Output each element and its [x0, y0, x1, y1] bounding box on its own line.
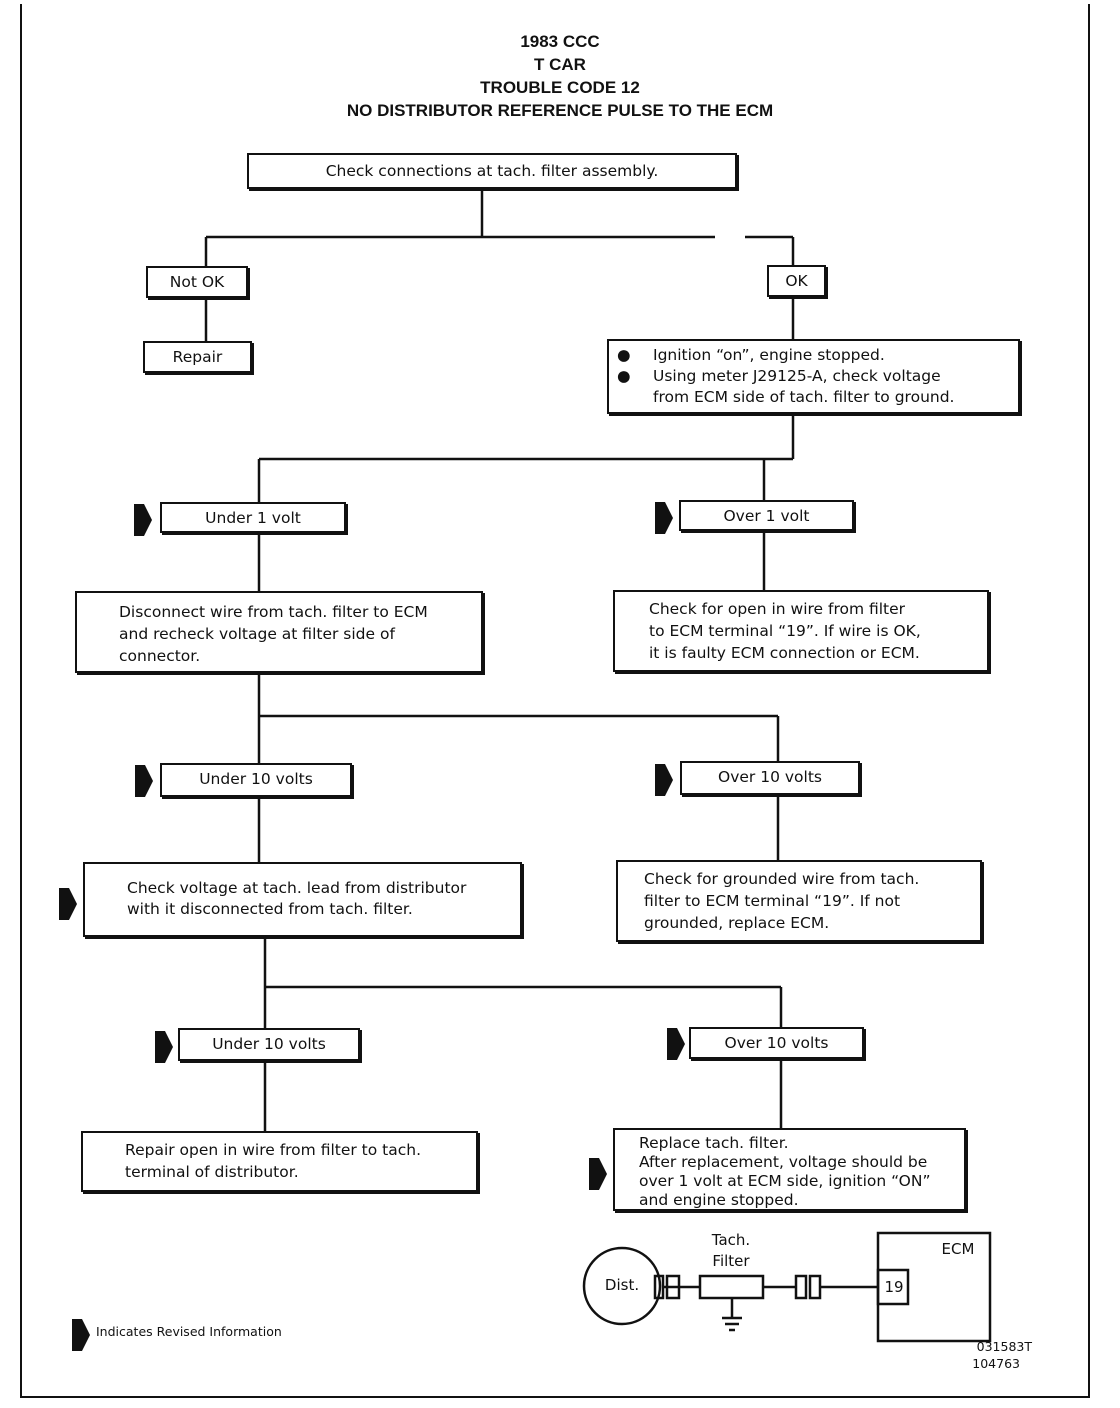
check-voltage-line-2: with it disconnected from tach. filter. — [127, 900, 413, 918]
tach-label-line-2: Filter — [712, 1252, 750, 1270]
grounded-line-1: Check for grounded wire from tach. — [644, 870, 920, 888]
repair-open-box: Repair open in wire from filter to tach.… — [81, 1131, 478, 1192]
revised-marker-icon — [72, 1319, 90, 1351]
ignition-bullet-2: ● Using meter J29125-A, check voltage — [609, 366, 1018, 387]
tach-filter-label: Tach. Filter — [696, 1230, 766, 1272]
over-10-volts-box-2: Over 10 volts — [689, 1027, 864, 1059]
replace-line-1: Replace tach. filter. — [639, 1134, 789, 1152]
replace-line-2: After replacement, voltage should be — [639, 1153, 928, 1171]
repair-box: Repair — [143, 341, 252, 373]
ok-text: OK — [785, 272, 808, 290]
over-10-volts-box-1: Over 10 volts — [680, 761, 860, 795]
under-10-volts-text-2: Under 10 volts — [212, 1035, 326, 1053]
repair-text: Repair — [172, 348, 223, 366]
over-10-volts-text-1: Over 10 volts — [718, 768, 822, 786]
disconnect-wire-box: Disconnect wire from tach. filter to ECM… — [75, 591, 483, 673]
ecm-connector-b — [808, 1274, 822, 1300]
revised-marker-icon — [667, 1028, 685, 1060]
ecm-connector-a — [794, 1274, 808, 1300]
tach-filter-body — [698, 1274, 765, 1300]
check-open-line-2: to ECM terminal “19”. If wire is OK, — [649, 622, 921, 640]
over-10-volts-text-2: Over 10 volts — [724, 1034, 829, 1052]
revised-marker-icon — [655, 502, 673, 534]
under-1-volt-box: Under 1 volt — [160, 502, 346, 533]
check-open-line-3: it is faulty ECM connection or ECM. — [649, 644, 920, 662]
disconnect-line-3: connector. — [119, 647, 201, 665]
code-line-2: 104763 — [972, 1356, 1020, 1371]
under-1-volt-text: Under 1 volt — [205, 509, 301, 527]
bullet-icon: ● — [617, 367, 631, 385]
ecm-terminal-box — [876, 1268, 910, 1306]
ignition-check-box: ● Ignition “on”, engine stopped. ● Using… — [607, 339, 1020, 414]
grounded-line-3: grounded, replace ECM. — [644, 914, 830, 932]
check-open-line-1: Check for open in wire from filter — [649, 600, 906, 618]
grounded-wire-box: Check for grounded wire from tach. filte… — [616, 860, 982, 942]
disconnect-line-1: Disconnect wire from tach. filter to ECM — [119, 603, 428, 621]
bullet-icon: ● — [617, 346, 631, 364]
revised-marker-icon — [134, 504, 152, 536]
not-ok-text: Not OK — [169, 273, 225, 291]
ignition-bullet-2-cont-text: from ECM side of tach. filter to ground. — [653, 388, 955, 406]
over-1-volt-box: Over 1 volt — [679, 500, 854, 531]
revised-marker-icon — [589, 1158, 607, 1190]
repair-open-line-1: Repair open in wire from filter to tach. — [125, 1141, 422, 1159]
revised-marker-icon — [135, 765, 153, 797]
title-line-1: 1983 CCC — [520, 32, 600, 51]
check-voltage-line-1: Check voltage at tach. lead from distrib… — [127, 879, 467, 897]
check-connections-box: Check connections at tach. filter assemb… — [247, 153, 737, 189]
check-connections-text: Check connections at tach. filter assemb… — [325, 162, 659, 180]
title-line-2: T CAR — [534, 55, 586, 74]
under-10-volts-box-1: Under 10 volts — [160, 763, 352, 797]
ecm-label: ECM — [941, 1240, 975, 1258]
grounded-line-2: filter to ECM terminal “19”. If not — [644, 892, 901, 910]
tach-label-line-1: Tach. — [711, 1231, 751, 1249]
legend-text: Indicates Revised Information — [96, 1324, 282, 1339]
document-codes: 031583T 104763 — [952, 1338, 1032, 1372]
diagram-title: 1983 CCC T CAR TROUBLE CODE 12 NO DISTRI… — [0, 30, 1120, 122]
ignition-bullet-1-text: Ignition “on”, engine stopped. — [653, 346, 885, 364]
revised-marker-icon — [59, 888, 77, 920]
disconnect-line-2: and recheck voltage at filter side of — [119, 625, 395, 643]
dist-connector-a — [653, 1274, 665, 1300]
repair-open-line-2: terminal of distributor. — [125, 1163, 299, 1181]
not-ok-box: Not OK — [146, 266, 248, 298]
revised-marker-icon — [655, 764, 673, 796]
code-line-1: 031583T — [976, 1339, 1032, 1354]
replace-line-4: and engine stopped. — [639, 1191, 799, 1209]
title-line-4: NO DISTRIBUTOR REFERENCE PULSE TO THE EC… — [346, 101, 774, 120]
page-frame — [20, 4, 1090, 1398]
dist-connector-b — [665, 1274, 681, 1300]
distributor-circle — [582, 1246, 662, 1326]
ok-box: OK — [767, 265, 826, 297]
terminal-19-label: 19 — [884, 1278, 904, 1296]
over-1-volt-text: Over 1 volt — [723, 507, 810, 525]
under-10-volts-box-2: Under 10 volts — [178, 1028, 360, 1061]
ignition-bullet-1: ● Ignition “on”, engine stopped. — [609, 345, 1018, 366]
replace-line-3: over 1 volt at ECM side, ignition “ON” — [639, 1172, 931, 1190]
replace-filter-box: Replace tach. filter. After replacement,… — [613, 1128, 966, 1211]
title-line-3: TROUBLE CODE 12 — [480, 78, 640, 97]
check-voltage-box: Check voltage at tach. lead from distrib… — [83, 862, 522, 937]
ignition-bullet-2-text: Using meter J29125-A, check voltage — [653, 367, 941, 385]
under-10-volts-text-1: Under 10 volts — [199, 770, 313, 788]
check-open-box: Check for open in wire from filter to EC… — [613, 590, 989, 672]
ignition-bullet-2-cont: from ECM side of tach. filter to ground. — [609, 387, 1018, 408]
dist-label: Dist. — [604, 1276, 640, 1294]
revised-marker-icon — [155, 1031, 173, 1063]
